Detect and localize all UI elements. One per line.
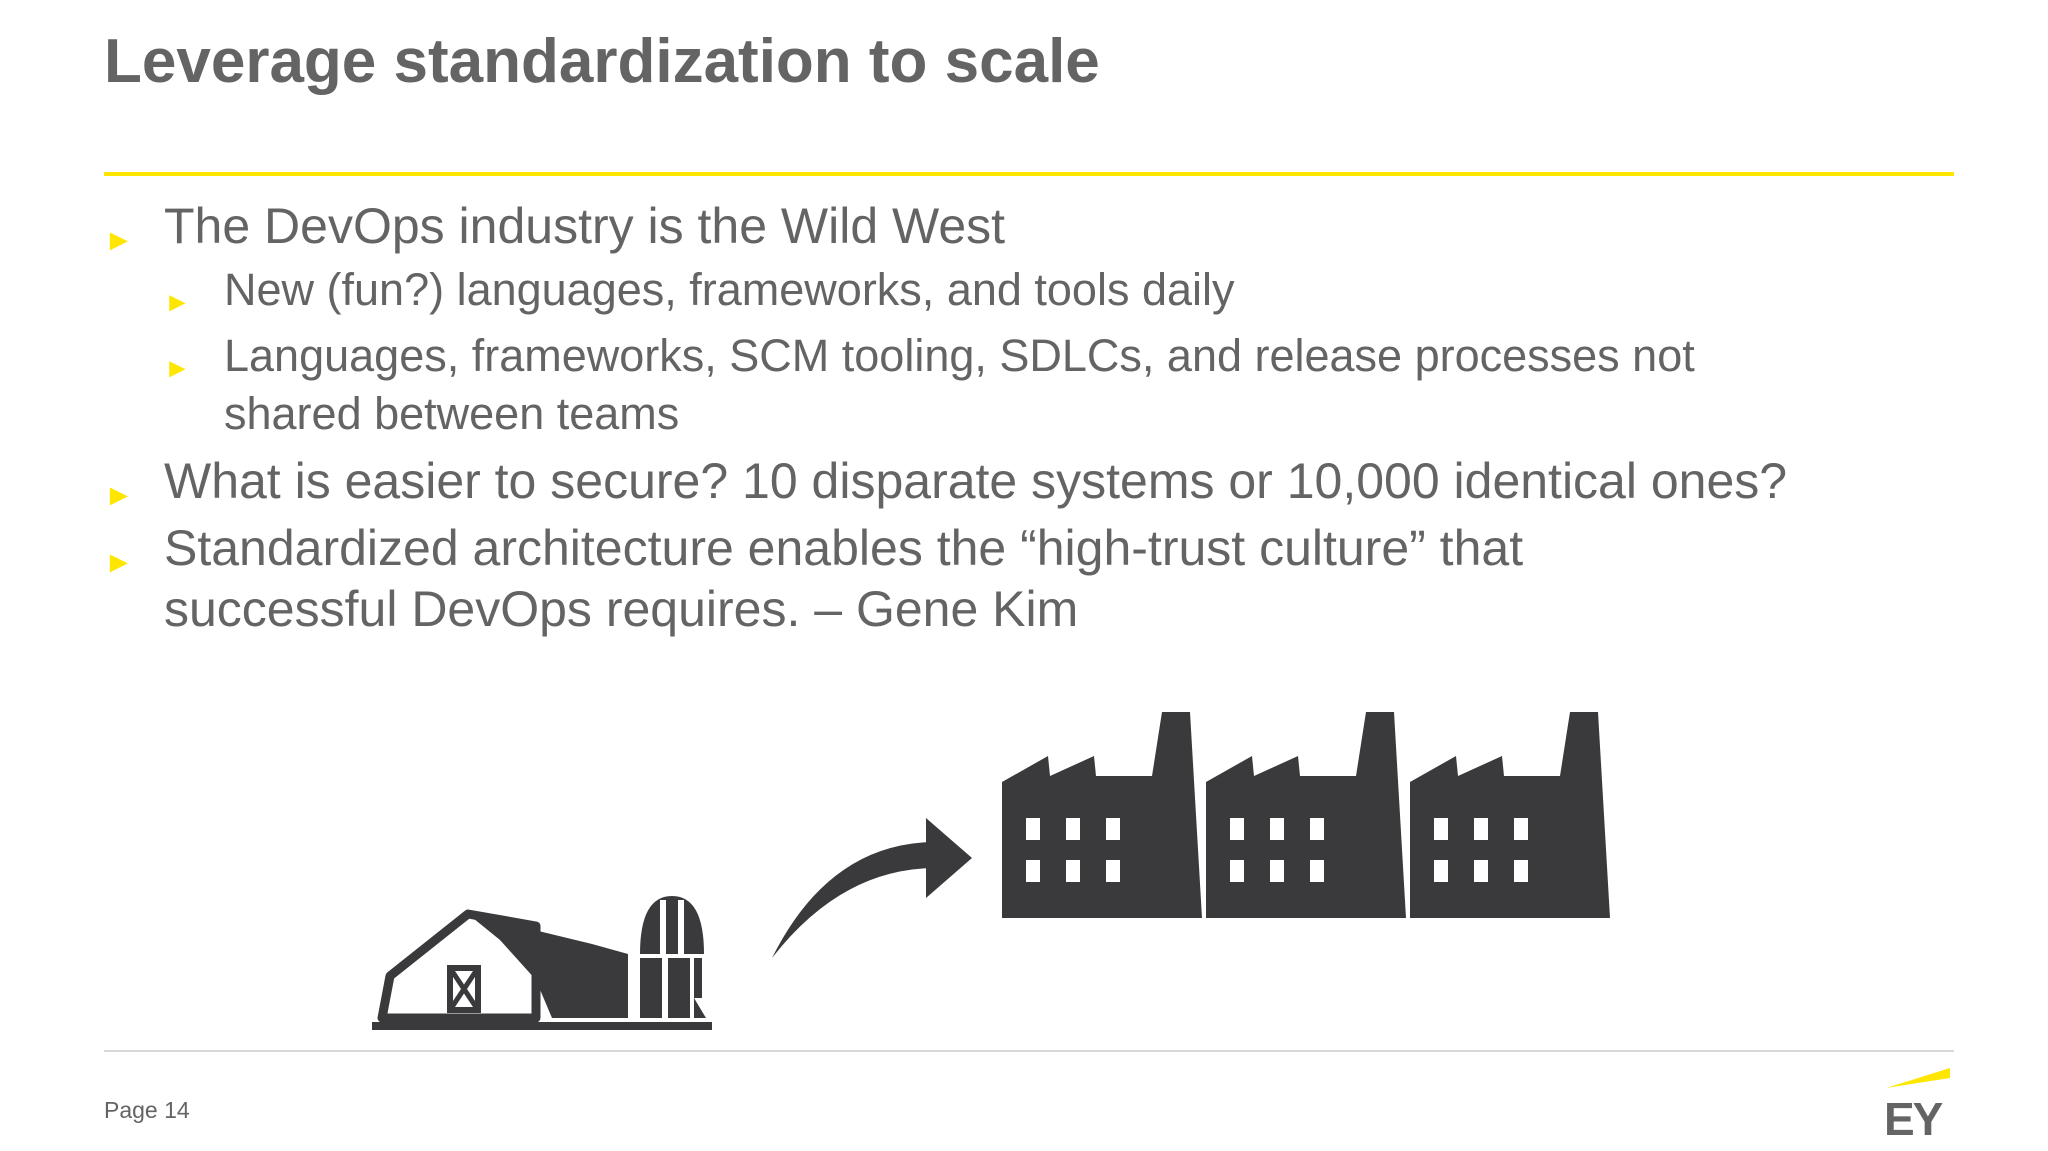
triangle-right-icon: ► (164, 353, 191, 383)
factory-icon (1002, 712, 1202, 918)
farm-to-factory-illustration (372, 712, 1610, 1030)
page-number: Page 14 (104, 1097, 190, 1123)
logo-beam-icon (1886, 1068, 1950, 1088)
bullet-text: Languages, frameworks, SCM tooling, SDLC… (224, 330, 1695, 439)
title-divider (104, 172, 1954, 176)
bullet-item: ► Standardized architecture enables the … (104, 518, 1704, 640)
ey-logo: EY (1884, 1062, 1954, 1145)
triangle-right-icon: ► (104, 224, 134, 257)
bullet-item: ► The DevOps industry is the Wild West (104, 196, 1804, 257)
logo-text: EY (1884, 1093, 1943, 1145)
footer-divider (104, 1050, 1954, 1052)
sub-bullet-item: ► Languages, frameworks, SCM tooling, SD… (164, 327, 1744, 443)
slide-title: Leverage standardization to scale (104, 27, 1100, 96)
bullet-text: The DevOps industry is the Wild West (164, 198, 1006, 254)
sub-bullet-item: ► New (fun?) languages, frameworks, and … (164, 261, 1804, 319)
bullet-text: New (fun?) languages, frameworks, and to… (224, 264, 1235, 315)
bullet-text: Standardized architecture enables the “h… (164, 520, 1524, 637)
bullet-list: ► The DevOps industry is the Wild West ►… (104, 196, 1804, 644)
bullet-text: What is easier to secure? 10 disparate s… (164, 453, 1788, 509)
triangle-right-icon: ► (104, 546, 134, 579)
factory-icon (1410, 712, 1610, 918)
bullet-item: ► What is easier to secure? 10 disparate… (104, 451, 1804, 512)
barn-silo-icon (372, 896, 712, 1030)
factory-icon (1206, 712, 1406, 918)
curved-arrow-icon (772, 818, 972, 958)
triangle-right-icon: ► (164, 287, 191, 317)
triangle-right-icon: ► (104, 479, 134, 512)
